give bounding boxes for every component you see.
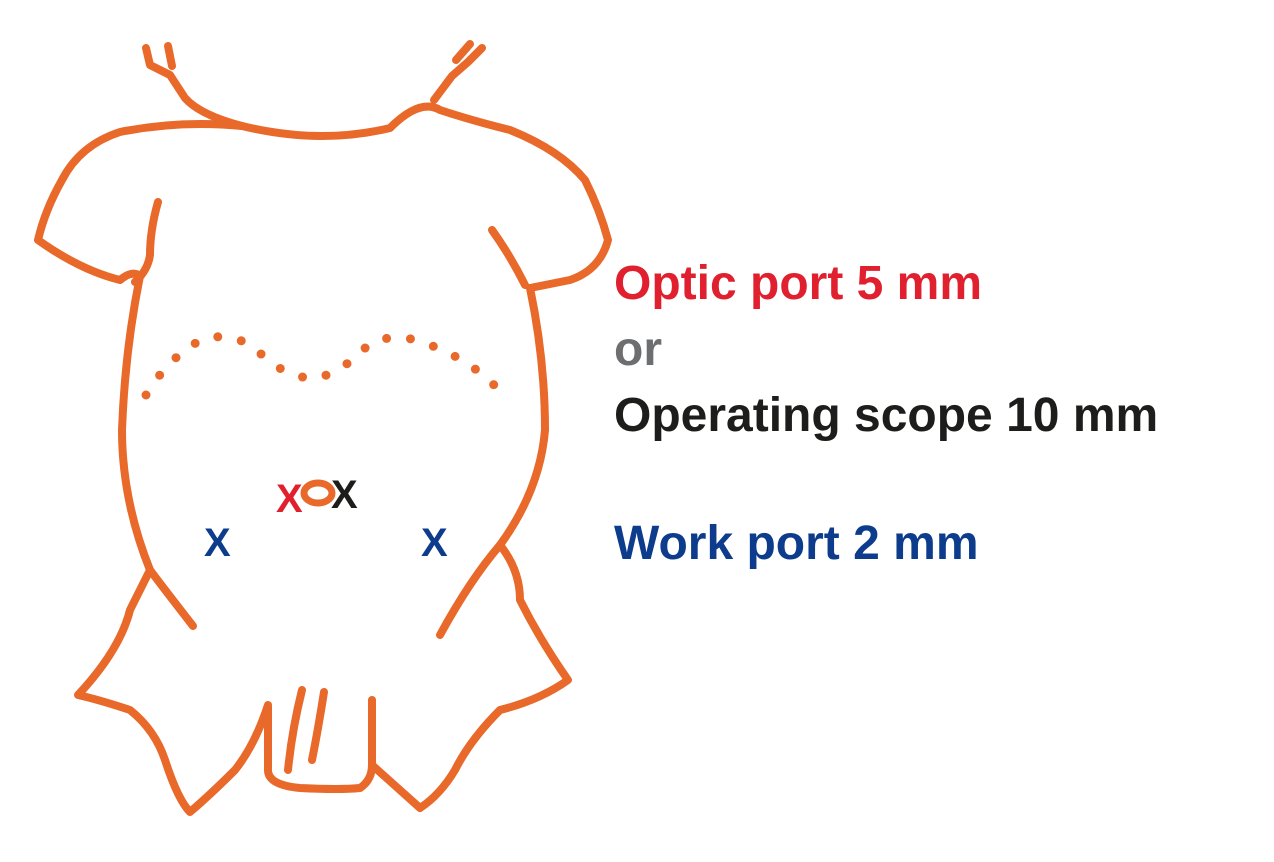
dotted-incision-line <box>141 332 502 400</box>
neck-left <box>142 44 246 130</box>
right-inner <box>488 226 529 289</box>
optic-port-marker: X <box>276 477 303 521</box>
inner-leg <box>284 686 306 774</box>
legend-work-port: Work port 2 mm <box>614 517 979 570</box>
neck-left-tip <box>164 42 176 70</box>
neck-right <box>430 44 486 104</box>
work-port-marker-right: X <box>421 521 448 565</box>
inner-leg-2 <box>308 688 328 764</box>
right-side <box>368 284 572 812</box>
operating-scope-marker: X <box>331 473 358 517</box>
legend-operating-scope: Operating scope 10 mm <box>614 389 1159 442</box>
work-port-marker-left: X <box>204 521 231 565</box>
legend-optic-port: Optic port 5 mm <box>614 257 983 310</box>
right-wing <box>436 106 612 292</box>
legend-or: or <box>614 323 662 376</box>
right-leg-inner <box>436 541 504 639</box>
neck-right-tip <box>452 40 474 64</box>
body-outline <box>34 40 612 816</box>
left-side <box>74 272 376 816</box>
collar <box>238 102 444 141</box>
left-wing <box>34 120 246 284</box>
left-inner <box>131 198 162 286</box>
port-ring <box>300 479 336 507</box>
left-leg-inner <box>146 566 197 630</box>
